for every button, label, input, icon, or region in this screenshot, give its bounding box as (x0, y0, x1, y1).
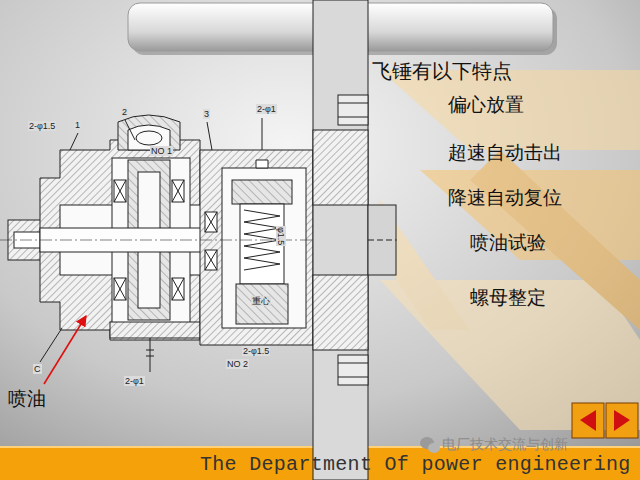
nav-buttons-part (614, 410, 630, 431)
governor-drawing-part (205, 250, 217, 270)
coupling-plate-part (313, 130, 368, 205)
governor-drawing-part (114, 278, 126, 300)
governor-drawing-part (200, 150, 313, 345)
callout-number: 1 (74, 120, 81, 130)
feature-point: 降速自动复位 (448, 187, 562, 209)
feature-point: 喷油试验 (470, 232, 546, 254)
feature-point: 螺母整定 (470, 287, 546, 309)
hole-dimension: φ1.5 (276, 226, 286, 246)
governor-drawing-part (172, 278, 184, 300)
coupling-plate-part (313, 275, 368, 350)
watermark: 电厂技术交流与创新 (442, 436, 568, 452)
governor-drawing-part (118, 115, 180, 150)
logo-shapes (370, 70, 640, 430)
governor-drawing-part (70, 133, 78, 150)
part-name: NO 2 (226, 359, 249, 369)
governor-drawing-part (146, 350, 154, 356)
coupling-plate-part (338, 95, 368, 125)
hole-dimension: 2-φ1.5 (242, 346, 270, 356)
governor-drawing-part (205, 212, 217, 232)
coupling-plate-part (338, 363, 368, 377)
governor-drawing-part (222, 168, 306, 328)
callout-label: 喷油 (8, 388, 46, 410)
nav-buttons (572, 403, 638, 438)
governor-drawing-part (256, 160, 268, 168)
governor-drawing-part (114, 278, 126, 300)
governor-drawing-part (262, 118, 263, 150)
governor-drawing-part (172, 180, 184, 202)
governor-drawing-part (172, 278, 184, 300)
wechat-icon (420, 437, 440, 453)
coupling-plate-part (338, 355, 368, 385)
governor-drawing-part (110, 322, 200, 338)
coupling-plate-part (368, 240, 396, 241)
hole-dimension: 2-φ1 (256, 104, 277, 114)
governor-drawing-part (40, 328, 62, 362)
hole-dimension: 2-φ1 (124, 376, 145, 386)
governor-drawing-part (136, 131, 162, 145)
callout-number: 3 (203, 109, 210, 119)
wechat-icon-part (428, 443, 440, 453)
nav-buttons-part (572, 403, 604, 438)
coupling-plate-part (338, 103, 368, 117)
nav-buttons-part (580, 410, 596, 431)
centre-of-gravity-label: 重心 (251, 296, 271, 306)
coupling-plate-part (368, 205, 396, 275)
governor-drawing-part (205, 250, 217, 270)
governor-drawing-part (150, 338, 151, 372)
governor-drawing-part (114, 180, 126, 202)
feature-point: 超速自动击出 (448, 142, 562, 164)
governor-drawing-part (114, 180, 126, 202)
hole-dimension: 2-φ1.5 (28, 121, 56, 131)
coupling-plate-part (313, 0, 368, 480)
governor-drawing-part (236, 284, 288, 324)
part-name: NO 1 (150, 146, 173, 156)
logo-shapes-part (470, 150, 640, 330)
governor-drawing-part (172, 180, 184, 202)
callout-number: 2 (121, 107, 128, 117)
nav-buttons-part (606, 403, 638, 438)
feature-point: 偏心放置 (448, 94, 524, 116)
callout-letter: C (33, 364, 42, 374)
governor-drawing-part (125, 120, 135, 140)
governor-drawing-part (207, 122, 212, 150)
oil-spray-arrow (44, 316, 86, 384)
slide-title: 飞锤有以下特点 (372, 60, 512, 83)
footer-text: The Department Of power engineering (200, 453, 631, 476)
governor-drawing-part (232, 180, 292, 204)
governor-drawing-part (205, 212, 217, 232)
